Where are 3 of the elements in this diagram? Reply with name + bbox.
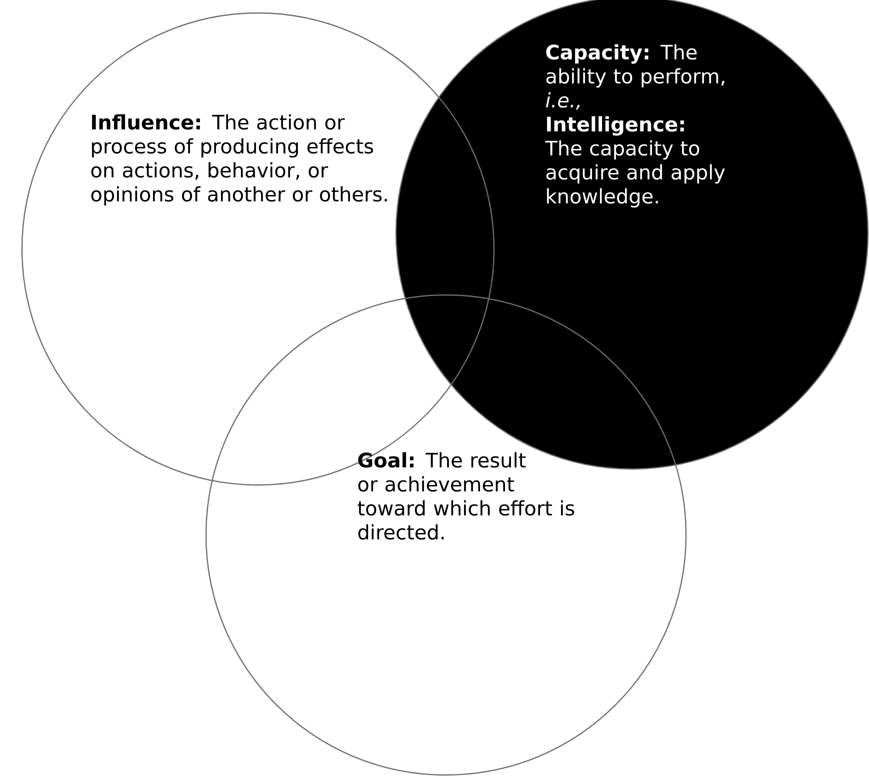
definition-text: Capacity: The ability to perform, i.e., Intelligence: The capacity to acquire and apply knowledge. bbox=[545, 44, 725, 208]
definition-text: Goal: The result or achievement toward which effort is directed. bbox=[358, 452, 574, 540]
definition-text: Influence: The action or process of producing effects on actions, behavior, or opinions of another or others. bbox=[91, 114, 387, 206]
